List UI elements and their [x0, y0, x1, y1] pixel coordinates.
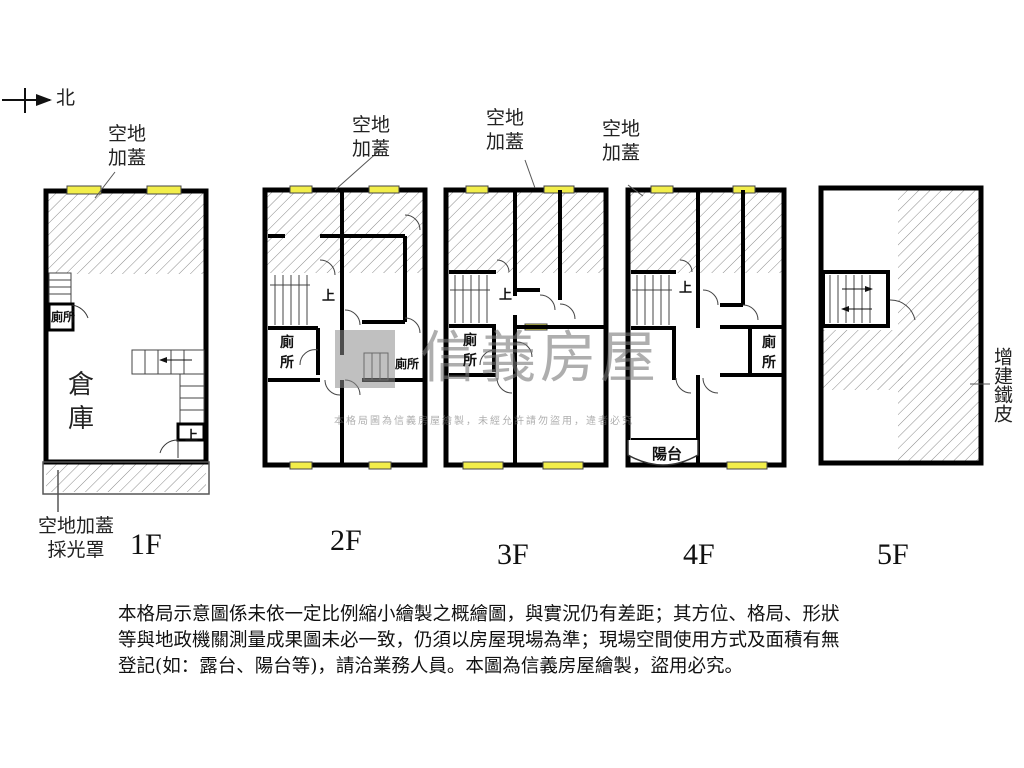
room-label-toilet-4f: 廁所 [762, 335, 776, 371]
callout-text: 加蓋 [107, 147, 146, 169]
callout-text: 空地 [107, 123, 146, 145]
watermark-brand: 信義房屋 [420, 326, 660, 391]
floor-label-1f: 1F [130, 528, 162, 561]
callout-text: 加蓋 [601, 142, 640, 164]
callout-text: 空地加蓋 [37, 515, 114, 537]
floor-1f-plan [42, 171, 210, 512]
callout-text: 空地 [485, 107, 524, 129]
callout-text: 空地 [601, 118, 640, 140]
room-label-toilet-1f: 廁所 [51, 310, 76, 324]
disclaimer-line: 等與地政機關測量成果圖未必一致，仍須以房屋現場為準；現場空間使用方式及面積有無 [118, 630, 840, 651]
disclaimer-notes: 本格局示意圖係未依一定比例縮小繪製之概繪圖，與實況仍有差距；其方位、格局、形狀 … [118, 602, 978, 680]
room-label-toilet-2f-b: 廁所 [395, 357, 420, 371]
callout-1f-top: 空地 加蓋 [102, 122, 152, 170]
floor-5f-plan [818, 185, 990, 466]
floor-label-3f: 3F [497, 538, 529, 571]
compass-north-label: 北 [56, 87, 76, 109]
stair-up-mark-1f: 上 [185, 429, 199, 444]
stair-up-mark-4f: 上 [679, 281, 693, 296]
callout-4f-top: 空地 加蓋 [596, 117, 646, 165]
callout-text: 空地 [351, 114, 390, 136]
disclaimer-line: 登記(如：露台、陽台等)，請洽業務人員。本圖為信義房屋繪製，盜用必究。 [118, 656, 743, 677]
floor-label-2f: 2F [330, 524, 362, 557]
watermark-subtitle: 本格局圖為信義房屋繪製，未經允許請勿盜用，違者必究 [334, 416, 634, 427]
callout-text: 加蓋 [485, 131, 524, 153]
floor-4f-plan [625, 184, 787, 470]
callout-3f-top: 空地 加蓋 [480, 106, 530, 154]
north-arrow-icon [2, 88, 52, 113]
disclaimer-line: 本格局示意圖係未依一定比例縮小繪製之概繪圖，與實況仍有差距；其方位、格局、形狀 [118, 604, 840, 625]
room-label-warehouse: 倉庫 [68, 370, 95, 434]
floor-2f-plan [262, 149, 428, 470]
callout-5f-side: 增建鐵皮 [991, 347, 1013, 423]
room-label-balcony-4f: 陽台 [652, 445, 683, 463]
floor-label-4f: 4F [683, 538, 715, 571]
callout-2f-top: 空地 加蓋 [346, 113, 396, 161]
watermark-logo-icon [335, 330, 395, 388]
stair-up-mark-3f: 上 [499, 288, 513, 303]
callout-text: 採光罩 [47, 539, 105, 561]
room-label-toilet-3f: 廁所 [463, 333, 477, 369]
stair-up-mark-2f: 上 [322, 289, 336, 304]
room-label-toilet-2f-a: 廁所 [280, 335, 294, 371]
floor-3f-plan [443, 159, 609, 470]
callout-1f-bottom: 空地加蓋 採光罩 [30, 514, 122, 562]
floor-label-5f: 5F [877, 538, 909, 571]
callout-text: 加蓋 [351, 138, 390, 160]
